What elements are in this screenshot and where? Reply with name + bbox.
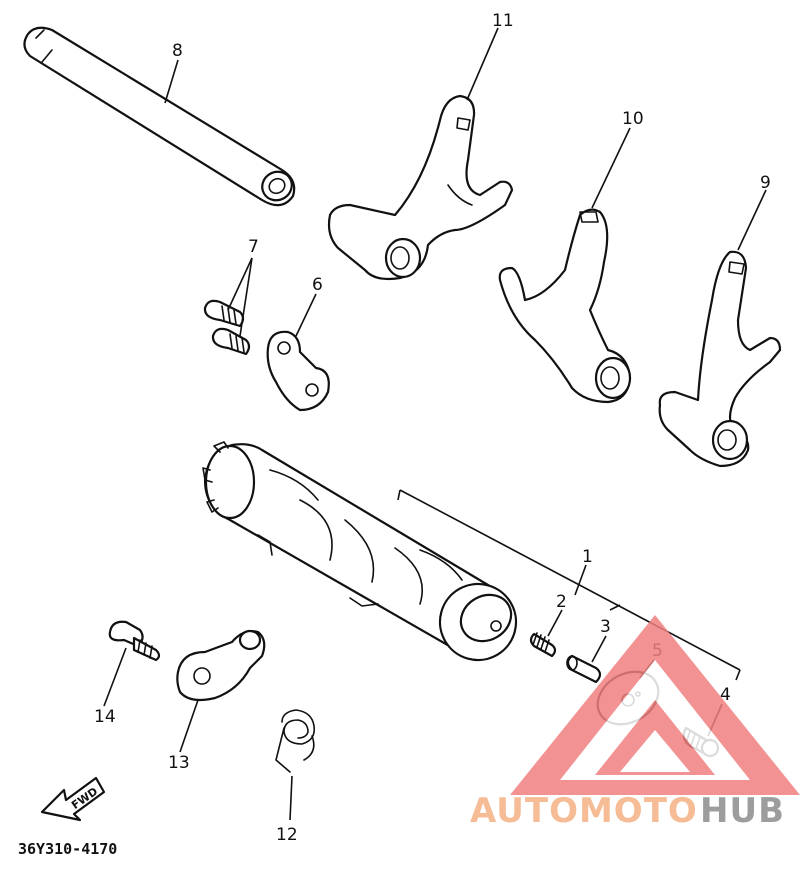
watermark-text-part1: AUTOMOTO [470,791,698,831]
callout-13: 13 [168,753,190,773]
callout-2: 2 [556,592,567,612]
callout-3: 3 [600,617,611,637]
watermark-text-part2: HUB [700,791,785,831]
part-2-spring: 2 [529,592,567,658]
callout-9: 9 [760,173,771,193]
callout-1: 1 [582,547,593,567]
forward-arrow-icon: FWD [40,776,106,822]
callout-11: 11 [492,11,514,31]
part-13-stopper-lever: 13 [168,629,266,773]
part-8-shift-fork-shaft: 8 [23,26,296,207]
callout-7: 7 [248,237,259,257]
part-9-shift-fork: 9 [658,173,782,468]
callout-8: 8 [172,41,183,61]
callout-6: 6 [312,275,323,295]
part-11-shift-fork: 11 [327,11,514,281]
callout-14: 14 [94,707,116,727]
part-14-bolt: 14 [94,620,161,727]
part-3-pin: 3 [566,617,611,684]
part-7-bolts: 7 [203,237,259,356]
part-12-torsion-spring: 12 [275,709,316,845]
callout-10: 10 [622,109,644,129]
callout-4: 4 [720,685,731,705]
part-1-shift-drum: 1 [202,441,741,681]
part-10-shift-fork: 10 [498,109,644,404]
watermark-logo: AUTOMOTO HUB [470,615,800,831]
part-6-stopper-plate: 6 [266,275,330,412]
diagram-code: 36Y310-4170 [18,840,117,858]
callout-12: 12 [276,825,298,845]
